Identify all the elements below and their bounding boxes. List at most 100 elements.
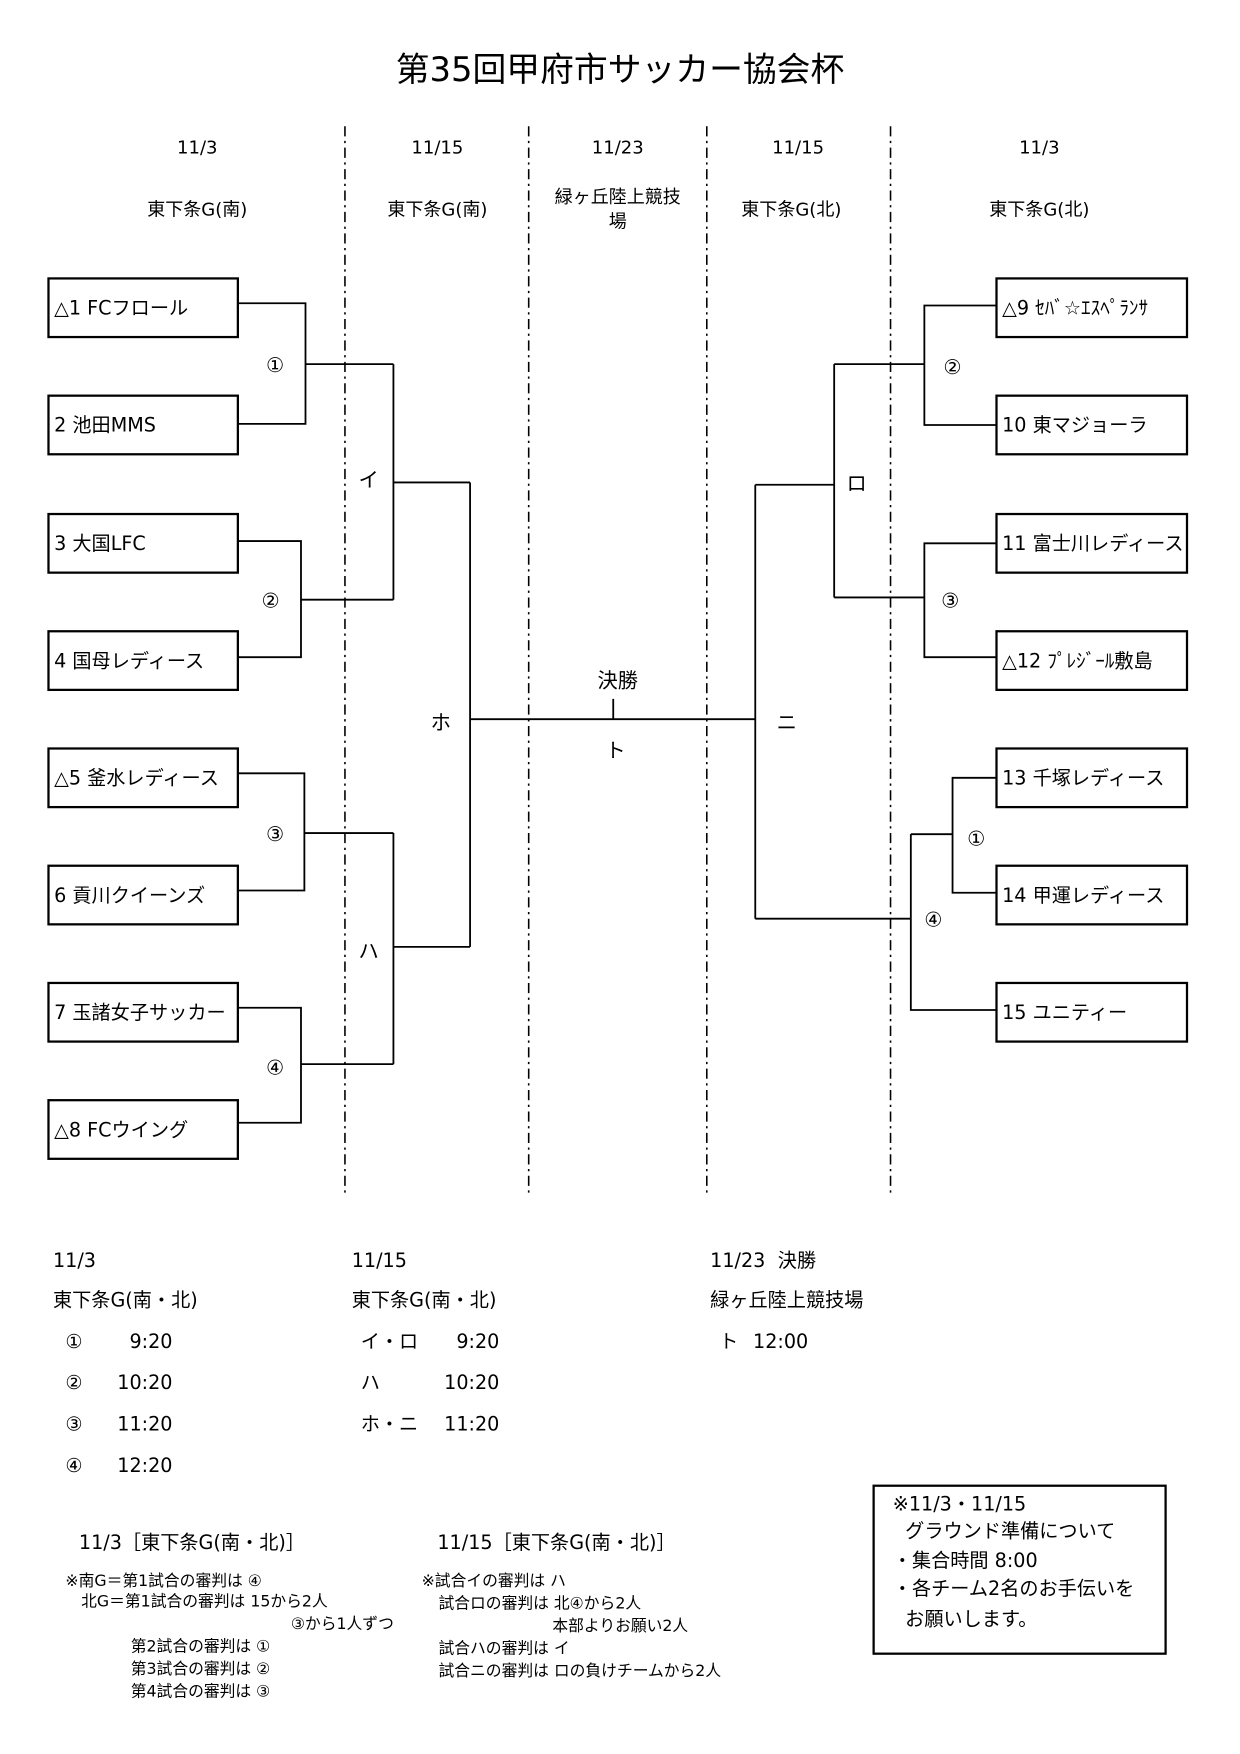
match-label: ① [266,353,284,377]
notes-heading: 11/3［東下条G(南・北)］ [79,1531,305,1554]
column-date: 11/3 [1019,137,1059,158]
match-label: ニ [777,710,797,734]
match-label: ロ [847,471,867,495]
match-label: イ [358,468,378,492]
bracket-line [237,1006,302,1124]
team-box-left: △5 釜水レディース [47,747,239,809]
column-venue: 東下条G(北) [741,199,841,220]
team-box-left: 4 国母レディース [47,630,239,692]
schedule-time: 9:20 [129,1330,172,1353]
info-line: お願いします。 [905,1607,1037,1630]
schedule-match: ④ [65,1454,82,1477]
notes-line: ③から1人ずつ [291,1614,394,1633]
team-box-left: 2 池田MMS [47,394,239,456]
schedule-date: 11/15 [352,1249,407,1272]
info-line: ・集合時間 8:00 [893,1549,1038,1572]
notes-line: 試合ニの審判は ロの負けチームから2人 [439,1661,722,1680]
notes-line: 第4試合の審判は ③ [131,1682,271,1701]
schedule-date: 11/3 [53,1249,96,1272]
ground-prep-box: ※11/3・11/15 グラウンド準備について ・集合時間 8:00 ・各チーム… [872,1484,1167,1655]
team-box-left: 7 玉諸女子サッカー [47,981,239,1043]
column-venue: 東下条G(南) [147,199,247,220]
match-label: ② [261,589,279,613]
bracket-line [909,834,997,1011]
team-name: 13 千塚レディース [1002,767,1164,790]
notes-line: 北G＝第1試合の審判は 15から2人 [81,1591,328,1610]
team-name: 15 ユニティー [1002,1001,1127,1024]
team-box-right: △9 ｾﾊﾞ☆ｴｽﾍﾟﾗﾝｻ [995,277,1189,339]
match-label: ④ [266,1055,284,1079]
referee-notes-nov3: 11/3［東下条G(南・北)］ ※南G＝第1試合の審判は ④ 北G＝第1試合の審… [65,1531,393,1701]
column-date: 11/3 [177,137,217,158]
team-name: △9 ｾﾊﾞ☆ｴｽﾍﾟﾗﾝｻ [1002,297,1148,320]
schedule-match: ホ・ニ [361,1412,418,1435]
column-date: 11/15 [411,137,463,158]
team-name: △5 釜水レディース [54,767,219,790]
match-label: ① [967,826,985,850]
match-label: ② [943,355,961,379]
team-box-right: 11 富士川レディース [995,512,1189,574]
team-name: △1 FCフロール [54,297,188,320]
notes-line: ※南G＝第1試合の審判は ④ [65,1571,262,1590]
team-name: 3 大国LFC [54,532,146,555]
notes-line: 第2試合の審判は ① [131,1636,271,1655]
schedule-match: ① [65,1330,82,1353]
schedule-time: 10:20 [444,1371,499,1394]
team-box-left: 6 貢川クイーンズ [47,864,239,926]
match-label: ホ [431,710,451,734]
schedule-time: 11:20 [444,1412,499,1435]
page-title: 第35回甲府市サッカー協会杯 [396,50,845,89]
team-name: △12 ﾌﾟﾚｼﾞｰﾙ敷島 [1002,649,1153,672]
schedule-venue: 緑ヶ丘陸上競技場 [710,1288,863,1311]
team-name: 14 甲運レディース [1002,884,1164,907]
team-box-right: △12 ﾌﾟﾚｼﾞｰﾙ敷島 [995,630,1189,692]
bracket-line [923,542,997,659]
info-line: グラウンド準備について [905,1520,1115,1543]
referee-notes-nov15: 11/15［東下条G(南・北)］ ※試合イの審判は ハ 試合ロの審判は 北④から… [422,1531,722,1680]
match-label: ③ [266,822,284,846]
team-name: 6 貢川クイーンズ [54,884,205,907]
team-name: 11 富士川レディース [1002,532,1183,555]
team-box-right: 14 甲運レディース [995,864,1189,926]
schedule-nov3: 11/3 東下条G(南・北) ① 9:20 ② 10:20 ③ 11:20 ④ … [53,1249,198,1477]
bracket-line [237,772,306,892]
column-venue: 東下条G(北) [989,199,1089,220]
team-name: 2 池田MMS [54,414,156,437]
schedule-match: ト [719,1330,738,1353]
schedule-nov23: 11/23 決勝 緑ヶ丘陸上競技場 ト 12:00 [710,1249,863,1353]
final-label: 決勝 [597,669,638,693]
team-box-left: 3 大国LFC [47,512,239,574]
column-venue: 緑ヶ丘陸上競技 [555,187,681,208]
schedule-match: ③ [65,1412,82,1435]
notes-heading: 11/15［東下条G(南・北)］ [437,1531,675,1554]
bracket-line [923,304,997,426]
column-venue: 場 [609,212,627,233]
match-label: ハ [358,939,378,963]
match-label: ③ [941,589,959,613]
schedule-match: ② [65,1371,82,1394]
notes-line: 本部よりお願い2人 [552,1616,688,1635]
schedule-date: 11/23 [710,1249,765,1272]
schedule-venue: 東下条G(南・北) [352,1288,497,1311]
schedule-match: ハ [361,1371,380,1394]
schedule-time: 10:20 [117,1371,172,1394]
team-box-left: △8 FCウイング [47,1099,239,1160]
schedule-time: 9:20 [456,1330,499,1353]
schedule-match: イ・ロ [361,1330,418,1353]
info-line: ※11/3・11/15 [893,1493,1026,1516]
column-date: 11/15 [772,137,824,158]
team-name: 10 東マジョーラ [1002,414,1147,437]
bracket-line [951,776,997,894]
notes-line: 試合ハの審判は イ [439,1639,570,1658]
schedule-time: 12:00 [753,1330,808,1353]
notes-line: ※試合イの審判は ハ [422,1571,566,1590]
team-box-right: 15 ユニティー [995,981,1189,1043]
match-label: ④ [924,908,942,932]
bracket-lines-left [237,302,471,1124]
team-box-right: 13 千塚レディース [995,747,1189,809]
bracket-lines-right [754,304,997,1011]
column-venue: 東下条G(南) [387,199,487,220]
notes-line: 試合ロの審判は 北④から2人 [439,1594,642,1613]
team-box-left: △1 FCフロール [47,277,239,339]
